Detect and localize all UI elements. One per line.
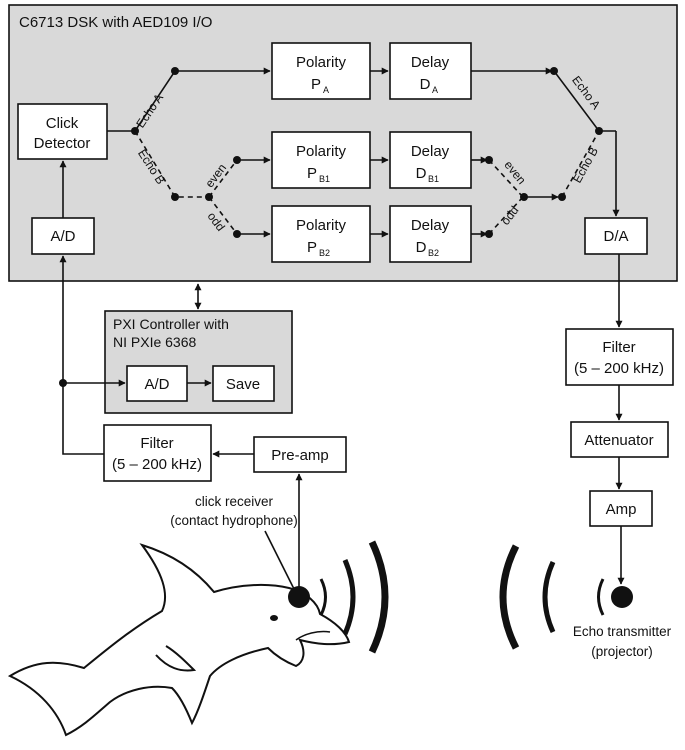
input-filter-label: Filter — [140, 435, 173, 452]
outgoing-click-waves — [319, 540, 389, 654]
echo-wave-medium — [542, 560, 556, 634]
preamp-label: Pre-amp — [271, 447, 329, 464]
click-detector-label-line1: Click — [46, 115, 79, 132]
polarity-b2-block: Polarity P B2 — [271, 205, 371, 263]
filter-to-dsk-adc-arrow — [59, 255, 104, 455]
even-path-out — [488, 159, 523, 197]
click-detector-block: Click Detector — [17, 103, 108, 160]
hydrophone-dot — [288, 586, 310, 608]
pxi-panel-title-line2: NI PXIe 6368 — [113, 334, 196, 350]
save-label: Save — [226, 376, 260, 393]
dolphin-flipper-outline — [155, 645, 197, 672]
delay-b1-symbol: D — [416, 165, 427, 182]
dolphin-eye — [270, 615, 278, 621]
polarity-b1-symbol: P — [307, 165, 317, 182]
delay-a-label: Delay — [411, 54, 450, 71]
delay-b1-label: Delay — [411, 143, 450, 160]
polarity-a-symbol: P — [311, 76, 321, 93]
amp-label: Amp — [606, 501, 637, 518]
polarity-a-label: Polarity — [296, 54, 347, 71]
save-block: Save — [212, 365, 275, 402]
junction-dot — [550, 67, 558, 75]
junction-dot — [131, 127, 139, 135]
pxi-adc-label: A/D — [144, 376, 169, 393]
junction-dot — [595, 127, 603, 135]
receiver-caption-line2: (contact hydrophone) — [170, 513, 298, 528]
transmitter-caption-line1: Echo transmitter — [573, 624, 672, 639]
echo-waves — [499, 544, 605, 650]
amp-block: Amp — [589, 490, 653, 527]
input-filter-range: (5 – 200 kHz) — [112, 456, 202, 473]
attenuator-block: Attenuator — [570, 421, 669, 458]
junction-dot — [233, 230, 241, 238]
polarity-a-block: Polarity P A — [271, 42, 371, 100]
dolphin-illustration — [7, 543, 351, 737]
delay-a-block: Delay D A — [389, 42, 472, 100]
polarity-b2-subscript: B2 — [319, 248, 330, 258]
echo-wave-small — [597, 578, 605, 616]
junction-dot — [485, 230, 493, 238]
dac-block: D/A — [584, 217, 648, 255]
junction-dot — [558, 193, 566, 201]
delay-b1-block: Delay D B1 — [389, 131, 472, 189]
junction-dot — [59, 379, 67, 387]
junction-dot — [233, 156, 241, 164]
junction-dots — [59, 67, 603, 387]
attenuator-label: Attenuator — [584, 432, 653, 449]
junction-dot — [205, 193, 213, 201]
odd-path-out — [488, 197, 523, 235]
polarity-b2-symbol: P — [307, 239, 317, 256]
dolphin-body-outline — [7, 543, 351, 737]
polarity-a-subscript: A — [323, 85, 329, 95]
receiver-pointer-line — [264, 530, 296, 592]
delay-b1-subscript: B1 — [428, 174, 439, 184]
connections — [59, 67, 625, 592]
click-wave-large — [368, 540, 389, 654]
polarity-b2-label: Polarity — [296, 217, 347, 234]
delay-b2-symbol: D — [416, 239, 427, 256]
echo-b-path-out — [561, 130, 600, 198]
echo-a-path-out — [553, 70, 600, 132]
projector-dot — [611, 586, 633, 608]
dolphin-mouth-line — [295, 630, 331, 641]
preamp-block: Pre-amp — [253, 436, 347, 473]
receiver-caption-line1: click receiver — [195, 494, 274, 509]
junction-dot — [520, 193, 528, 201]
delay-b2-subscript: B2 — [428, 248, 439, 258]
input-filter-block: Filter (5 – 200 kHz) — [103, 424, 212, 482]
junction-dot — [171, 193, 179, 201]
odd-path-in — [208, 196, 238, 235]
even-path-in — [208, 159, 238, 198]
output-filter-range: (5 – 200 kHz) — [574, 360, 664, 377]
polarity-b1-subscript: B1 — [319, 174, 330, 184]
dsk-panel-title: C6713 DSK with AED109 I/O — [19, 14, 212, 31]
click-detector-label-line2: Detector — [34, 135, 91, 152]
dac-label: D/A — [603, 228, 628, 245]
delay-b2-label: Delay — [411, 217, 450, 234]
echo-b-path-in — [134, 130, 209, 198]
click-wave-medium — [342, 559, 356, 635]
dsk-adc-block: A/D — [31, 217, 95, 255]
delay-b2-block: Delay D B2 — [389, 205, 472, 263]
pxi-adc-block: A/D — [126, 365, 188, 402]
delay-a-symbol: D — [420, 76, 431, 93]
dsk-adc-label: A/D — [50, 228, 75, 245]
transmitter-caption-line2: (projector) — [591, 644, 653, 659]
junction-dot — [485, 156, 493, 164]
echo-wave-large — [499, 544, 520, 650]
pxi-panel-title-line1: PXI Controller with — [113, 316, 229, 332]
polarity-b1-label: Polarity — [296, 143, 347, 160]
captions: click receiver (contact hydrophone) Echo… — [170, 494, 671, 659]
delay-a-subscript: A — [432, 85, 438, 95]
output-filter-label: Filter — [602, 339, 635, 356]
output-filter-block: Filter (5 – 200 kHz) — [565, 328, 674, 386]
click-wave-small — [319, 578, 327, 616]
polarity-b1-block: Polarity P B1 — [271, 131, 371, 189]
junction-dot — [171, 67, 179, 75]
